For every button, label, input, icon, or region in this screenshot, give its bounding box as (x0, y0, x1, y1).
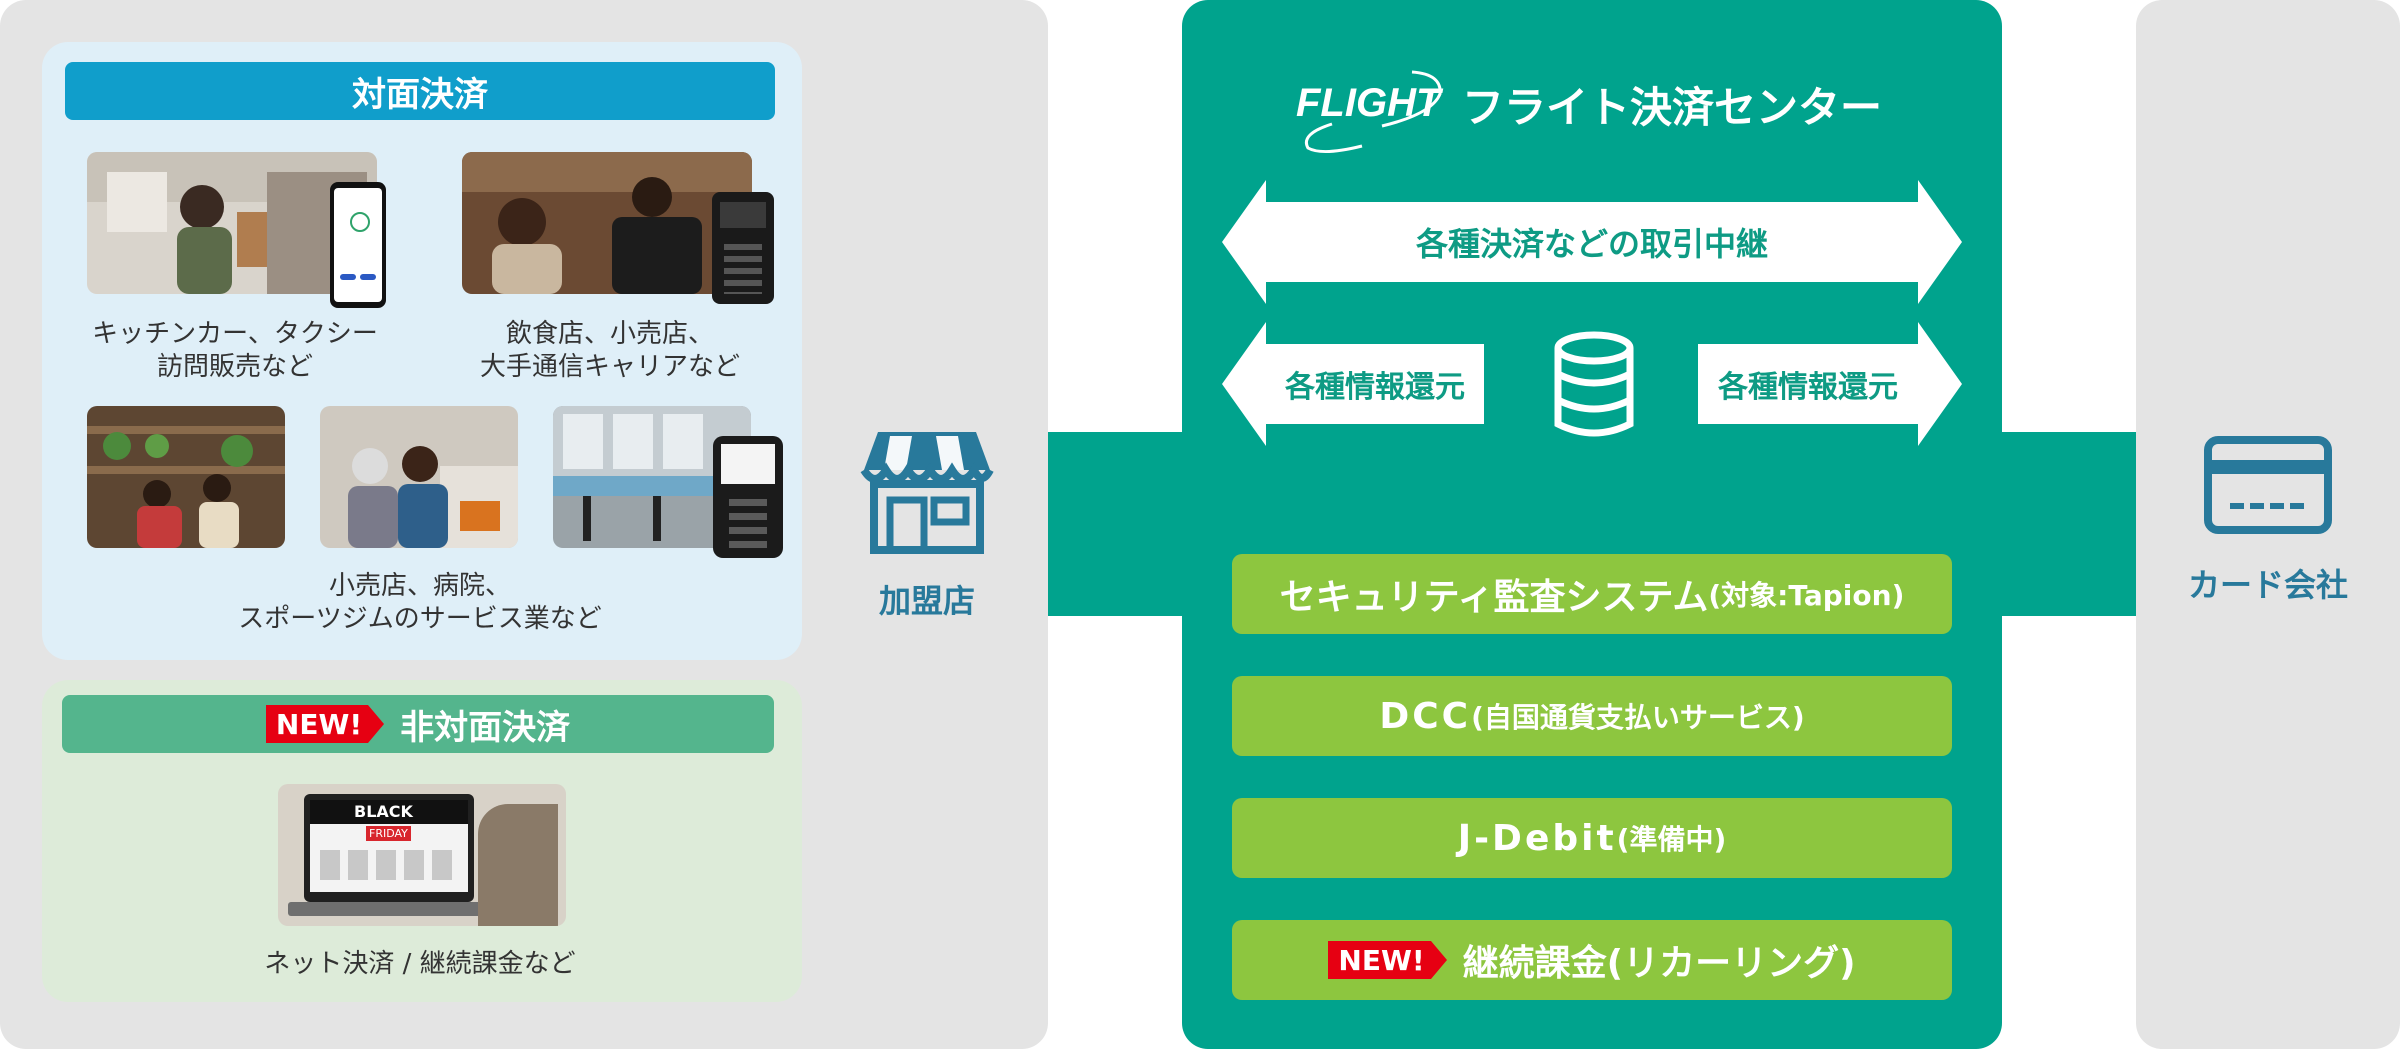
info-return-left-label: 各種情報還元 (1285, 370, 1465, 405)
flight-logo-text: FLIGHT (1296, 81, 1444, 125)
caption-line: 訪問販売など (156, 352, 313, 382)
pos-terminal (713, 436, 783, 558)
photo-laptop-shopping: BLACK FRIDAY (278, 784, 566, 926)
service-security-sub: (対象:Tapion) (1708, 579, 1905, 612)
photo-restaurant (462, 152, 752, 294)
payment-terminal (712, 192, 774, 304)
connector-band-left (1048, 432, 1184, 616)
new-badge-label: NEW! (1328, 941, 1431, 979)
service-dcc-sub: (自国通貨支払いサービス) (1471, 701, 1805, 734)
card-company-label: カード会社 (2187, 566, 2348, 604)
caption-line: キッチンカー、タクシー (92, 319, 378, 349)
smartphone-terminal (330, 182, 386, 308)
info-return-right-label: 各種情報還元 (1718, 370, 1898, 405)
new-badge-label: NEW! (265, 705, 369, 743)
service-security-main: セキュリティ監査システム (1279, 577, 1709, 618)
flight-logo: FLIGHT (1292, 64, 1452, 154)
laptop-sale-text: BLACK (354, 802, 413, 821)
relay-double-arrow (1222, 180, 1962, 304)
info-return-arrow-left (1222, 322, 1484, 446)
service-j-debit: J-Debit (準備中) (1232, 798, 1952, 878)
photo-hospital (320, 406, 518, 548)
merchant-label: 加盟店 (878, 582, 975, 620)
database-icon (1554, 330, 1634, 442)
photo-retail-store (87, 406, 285, 548)
caption-services: 小売店、病院、 スポーツジムのサービス業など (180, 570, 660, 636)
info-return-arrow-right (1698, 322, 1962, 446)
center-title: フライト決済センター (1462, 82, 1883, 132)
storefront-icon (860, 426, 994, 556)
service-dcc-main: DCC (1379, 695, 1472, 737)
new-badge: NEW! (265, 705, 385, 743)
caption-line: 飲食店、小売店、 (505, 319, 714, 349)
caption-line: 大手通信キャリアなど (479, 352, 740, 382)
service-dcc: DCC (自国通貨支払いサービス) (1232, 676, 1952, 756)
caption-restaurant: 飲食店、小売店、 大手通信キャリアなど (440, 318, 780, 384)
photo-kitchen-car (87, 152, 377, 294)
connector-band-right (2000, 432, 2138, 616)
card-company-panel (2136, 0, 2400, 1049)
in-person-title: 対面決済 (65, 62, 775, 120)
service-recurring: NEW! 継続課金(リカーリング) (1232, 920, 1952, 1000)
payment-center-panel (1182, 0, 2002, 1049)
service-recurring-label: 継続課金(リカーリング) (1462, 943, 1856, 984)
laptop-sale-subtext: FRIDAY (366, 826, 411, 841)
online-title-bar: NEW! 非対面決済 (62, 695, 774, 753)
caption-online: ネット決済 / 継続課金など (264, 949, 576, 979)
new-badge: NEW! (1328, 941, 1447, 979)
relay-label: 各種決済などの取引中継 (1415, 225, 1768, 263)
in-person-section (42, 42, 802, 660)
caption-line: スポーツジムのサービス業など (238, 604, 602, 634)
online-title: 非対面決済 (400, 707, 571, 748)
caption-kitchen-car: キッチンカー、タクシー 訪問販売など (65, 318, 405, 384)
caption-line: 小売店、病院、 (328, 571, 511, 601)
service-jdebit-main: J-Debit (1457, 817, 1617, 859)
service-jdebit-sub: (準備中) (1616, 823, 1727, 856)
credit-card-icon (2204, 436, 2332, 534)
service-security-audit: セキュリティ監査システム (対象:Tapion) (1232, 554, 1952, 634)
